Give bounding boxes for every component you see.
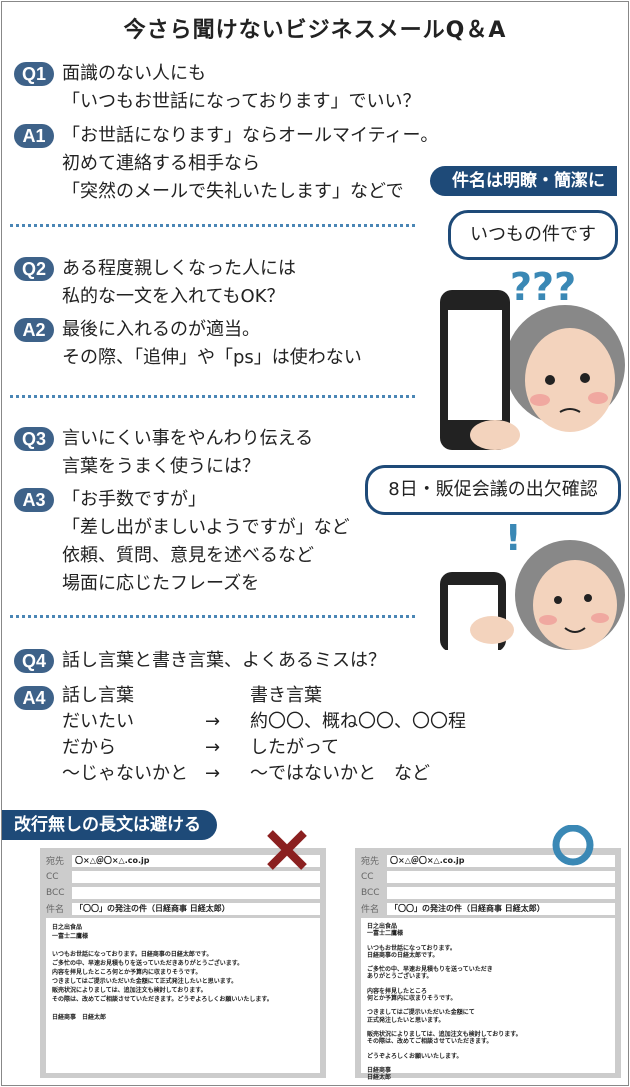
- a-badge: A1: [14, 124, 54, 148]
- divider: [10, 224, 415, 227]
- q2: Q2 ある程度親しくなった人には 私的な一文を入れてもOK？: [14, 255, 296, 311]
- q4: Q4 話し言葉と書き言葉、よくあるミスは？: [14, 647, 386, 675]
- answer-text: 最後に入れるのが適当。 その際、「追伸」や「ps」は使わない: [62, 319, 362, 368]
- divider: [10, 615, 415, 618]
- speech-bubble-2: 8日・販促会議の出欠確認: [365, 465, 621, 515]
- to-field: 〇×△＠〇×△.co.jp: [72, 854, 320, 867]
- page-title: 今さら聞けないビジネスメールQ＆A: [123, 18, 507, 43]
- a-badge: A3: [14, 488, 54, 512]
- cc-field: [387, 870, 615, 883]
- answer-text: 「お世話になります」ならオールマイティー。 初めて連絡する相手なら 「突然のメー…: [62, 125, 439, 202]
- good-email-example: 宛先〇×△＠〇×△.co.jp CC BCC 件名「〇〇」の発注の件（日経商事 …: [355, 848, 621, 1081]
- subject-field: 「〇〇」の発注の件（日経商事 日経太郎）: [387, 902, 615, 915]
- q1: Q1 面識のない人にも 「いつもお世話になっております」でいい？: [14, 60, 421, 116]
- question-text: ある程度親しくなった人には 私的な一文を入れてもOK？: [62, 258, 296, 307]
- bcc-label: BCC: [46, 887, 65, 898]
- bcc-field: [72, 886, 320, 899]
- written-words: 書き言葉 約〇〇、概ね〇〇、〇〇程 したがって ～ではないかと など: [250, 685, 466, 784]
- q-badge: Q4: [14, 649, 54, 673]
- cc-label: CC: [361, 871, 374, 882]
- to-label: 宛先: [361, 857, 380, 867]
- email-body: 日之出食品 一富士二鷹様 いつもお世話になっております。日経商事の日経太郎です。…: [46, 918, 320, 1073]
- subject-label: 件名: [46, 905, 65, 915]
- exclamation-mark: !: [505, 518, 521, 559]
- question-text: 面識のない人にも 「いつもお世話になっております」でいい？: [62, 63, 421, 112]
- a-badge: A4: [14, 686, 54, 710]
- bcc-label: BCC: [361, 887, 380, 898]
- a4: A4: [14, 684, 62, 710]
- email-body: 日之出食品 一富士二鷹様 いつもお世話になっております。 日経商事の日経太郎です…: [361, 918, 615, 1081]
- long-text-ribbon: 改行無しの長文は避ける: [2, 810, 217, 840]
- a-badge: A2: [14, 318, 54, 342]
- a2: A2 最後に入れるのが適当。 その際、「追伸」や「ps」は使わない: [14, 316, 362, 372]
- person-illustration-2: [440, 540, 625, 650]
- q-badge: Q2: [14, 257, 54, 281]
- divider: [10, 395, 415, 398]
- bcc-field: [387, 886, 615, 899]
- q-badge: Q1: [14, 62, 54, 86]
- cc-field: [72, 870, 320, 883]
- cc-label: CC: [46, 871, 59, 882]
- q-badge: Q3: [14, 427, 54, 451]
- a1: A1 「お世話になります」ならオールマイティー。 初めて連絡する相手なら 「突然の…: [14, 122, 438, 206]
- answer-text: 「お手数ですが」 「差し出がましいようですが」など 依頼、質問、意見を述べるなど…: [62, 489, 350, 594]
- spoken-words: 話し言葉 だいたい だから ～じゃないかと: [62, 685, 188, 784]
- subject-label: 件名: [361, 905, 380, 915]
- speech-bubble-1: いつもの件です: [448, 210, 618, 260]
- a3: A3 「お手数ですが」 「差し出がましいようですが」など 依頼、質問、意見を述べる…: [14, 486, 350, 598]
- subject-ribbon: 件名は明瞭・簡潔に: [430, 166, 617, 196]
- question-text: 話し言葉と書き言葉、よくあるミスは？: [62, 650, 386, 671]
- arrows: → → →: [205, 711, 221, 784]
- bad-email-example: 宛先〇×△＠〇×△.co.jp CC BCC 件名「〇〇」の発注の件（日経商事 …: [40, 848, 326, 1078]
- circle-icon: [552, 825, 594, 866]
- to-label: 宛先: [46, 857, 65, 867]
- q3: Q3 言いにくい事をやんわり伝える 言葉をうまく使うには？: [14, 425, 313, 481]
- subject-field: 「〇〇」の発注の件（日経商事 日経太郎）: [72, 902, 320, 915]
- question-marks: ???: [510, 265, 576, 309]
- cross-icon: [267, 830, 307, 870]
- illustration: ??? !: [440, 265, 625, 650]
- question-text: 言いにくい事をやんわり伝える 言葉をうまく使うには？: [62, 428, 314, 477]
- person-illustration-1: [440, 290, 625, 450]
